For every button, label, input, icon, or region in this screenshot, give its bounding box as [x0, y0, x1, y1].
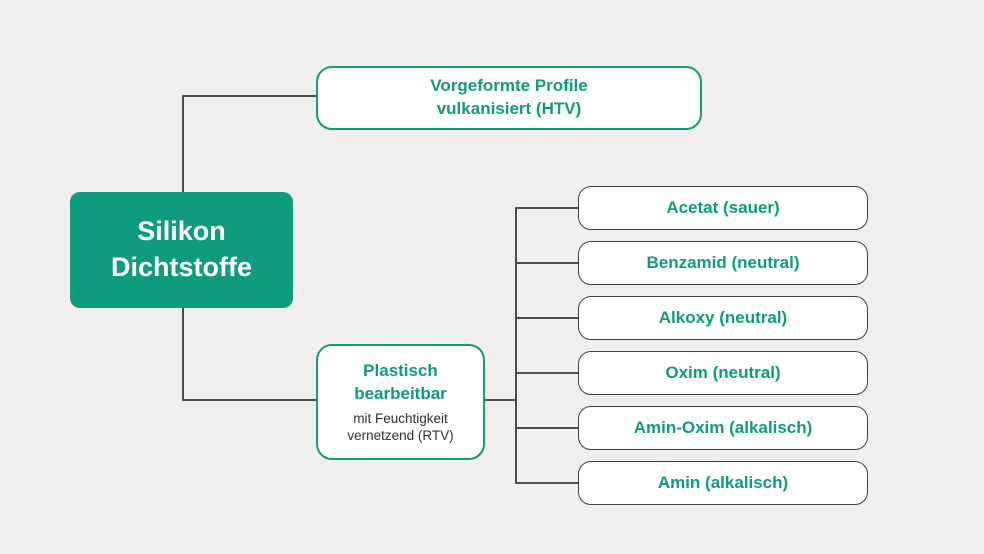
rtv-subtitle: mit Feuchtigkeit vernetzend (RTV) [347, 410, 453, 445]
connector-root-to-rtv-horizontal [182, 399, 316, 401]
htv-label-line2: vulkanisiert (HTV) [436, 99, 582, 118]
rtv-subtitle-line1: mit Feuchtigkeit [353, 410, 448, 426]
connector-branch-benzamid [515, 262, 578, 264]
rtv-title-line1: Plastisch [363, 360, 438, 380]
connector-root-to-htv-vertical [182, 96, 184, 192]
connector-root-to-htv-horizontal [182, 95, 316, 97]
connector-root-to-rtv-vertical [182, 308, 184, 401]
connector-branch-oxim [515, 372, 578, 374]
leaf-label: Amin-Oxim (alkalisch) [633, 418, 813, 437]
node-silikon-dichtstoffe: Silikon Dichtstoffe [70, 192, 293, 308]
connector-spine-vertical [515, 207, 517, 484]
root-title-line2: Dichtstoffe [111, 252, 252, 282]
root-title-line1: Silikon [137, 216, 226, 247]
rtv-subtitle-line2: vernetzend (RTV) [347, 427, 454, 443]
node-plastisch-bearbeitbar-rtv: Plastisch bearbeitbar mit Feuchtigkeit v… [316, 344, 485, 460]
leaf-label: Benzamid (neutral) [646, 253, 800, 272]
connector-branch-acetat [515, 207, 578, 209]
htv-label: Vorgeformte Profile vulkanisiert (HTV) [430, 75, 587, 121]
node-vorgeformte-profile-htv: Vorgeformte Profile vulkanisiert (HTV) [316, 66, 702, 130]
node-amin-oxim-alkalisch: Amin-Oxim (alkalisch) [578, 406, 868, 450]
leaf-label: Acetat (sauer) [666, 198, 780, 217]
leaf-label: Alkoxy (neutral) [658, 308, 788, 327]
leaf-label: Oxim (neutral) [665, 363, 781, 382]
node-oxim-neutral: Oxim (neutral) [578, 351, 868, 395]
rtv-title-line2: bearbeitbar [354, 383, 447, 403]
leaf-label: Amin (alkalisch) [657, 473, 789, 492]
root-title: Silikon Dichtstoffe [111, 214, 252, 285]
connector-branch-alkoxy [515, 317, 578, 319]
node-amin-alkalisch: Amin (alkalisch) [578, 461, 868, 505]
node-benzamid-neutral: Benzamid (neutral) [578, 241, 868, 285]
connector-branch-amin [515, 482, 578, 484]
connector-rtv-to-spine [485, 399, 517, 401]
connector-branch-amin-oxim [515, 427, 578, 429]
rtv-title: Plastisch bearbeitbar [354, 360, 447, 406]
htv-label-line1: Vorgeformte Profile [430, 76, 588, 96]
node-acetat-sauer: Acetat (sauer) [578, 186, 868, 230]
node-alkoxy-neutral: Alkoxy (neutral) [578, 296, 868, 340]
